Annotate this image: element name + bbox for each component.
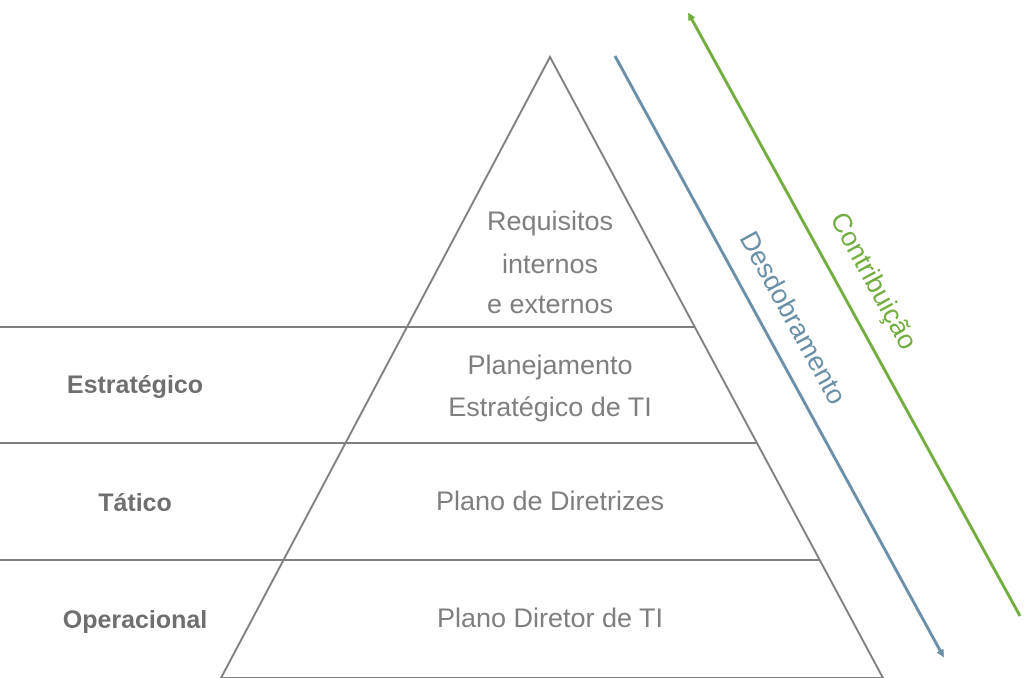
down-arrow xyxy=(613,55,944,658)
tier2-label: Plano de Diretrizes xyxy=(436,486,664,516)
apex-label-line-3: e externos xyxy=(487,289,613,319)
up-arrow-label: Contribuição xyxy=(824,207,923,354)
apex-label-line-1: Requisitos xyxy=(487,206,613,236)
up-arrow xyxy=(688,12,1022,617)
tier3-label: Plano Diretor de TI xyxy=(437,603,663,633)
apex-label-line-2: internos xyxy=(502,249,598,279)
level-label-operational: Operacional xyxy=(63,606,208,634)
level-label-strategic: Estratégico xyxy=(67,371,203,399)
tier1-label-line-2: Estratégico de TI xyxy=(448,392,652,422)
level-label-tactical: Tático xyxy=(98,489,172,517)
pyramid-outline xyxy=(219,54,885,678)
tier1-label-line-1: Planejamento xyxy=(467,350,632,380)
